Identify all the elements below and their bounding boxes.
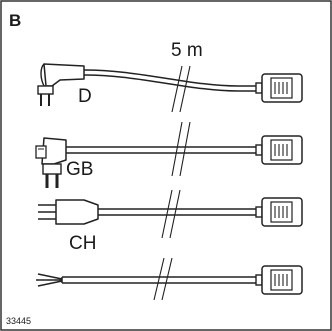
uk-angled-plug-icon [35,137,67,188]
cable-break-mark [169,189,181,239]
cable-break-mark [153,257,165,301]
cable-break-mark [171,121,183,177]
cable-break-mark [171,65,183,113]
device-connector-icon [255,73,303,103]
swiss-plug-icon [38,199,99,225]
plug-label-ch: CH [69,233,97,254]
cable-d [37,63,303,113]
cable-gb [35,121,303,188]
device-connector-icon [255,197,303,227]
plug-label-gb: GB [66,159,94,180]
cable-bare [36,257,303,301]
cable-break-mark [179,121,191,177]
schuko-angled-plug-icon [37,63,85,106]
cable-ch [38,189,303,239]
cable-length-label: 5 m [171,40,203,61]
panel-letter: B [9,11,22,30]
plug-label-d: D [78,86,92,107]
cable-break-mark [161,257,173,301]
device-connector-icon [255,135,303,165]
cable-break-mark [161,189,173,239]
cable-break-mark [179,65,191,113]
device-connector-icon [255,265,303,295]
figure-number: 33445 [6,316,32,326]
bare-wire-ends-icon [36,273,63,287]
